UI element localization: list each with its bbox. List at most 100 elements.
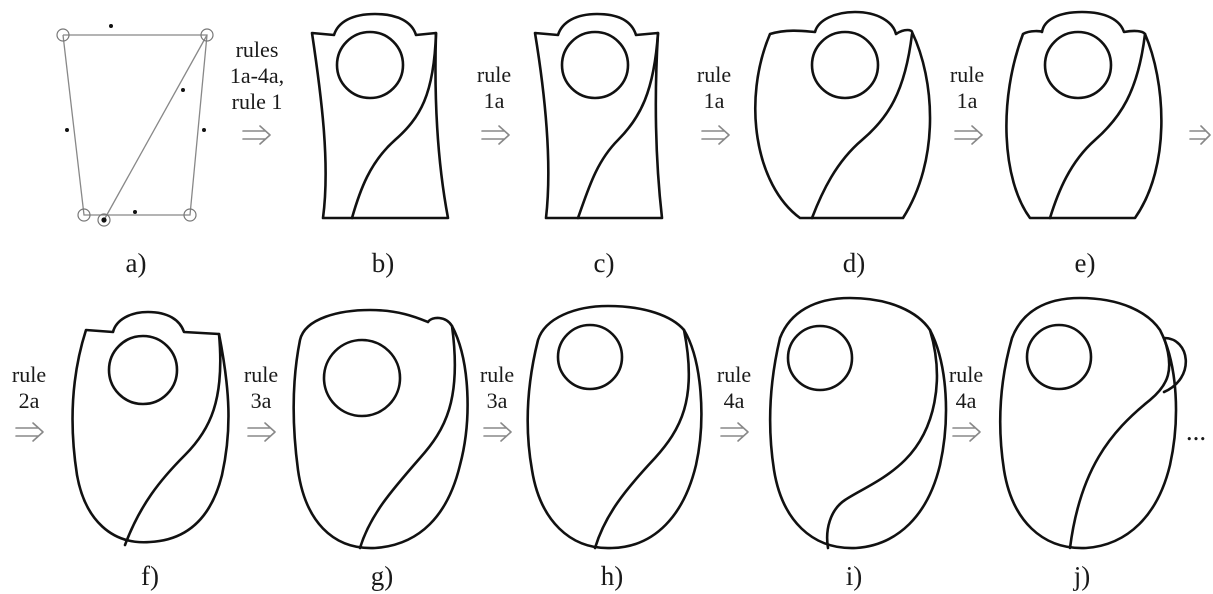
panel-label-b: b) — [372, 248, 395, 278]
inner-curve — [825, 328, 939, 550]
outline — [292, 308, 469, 550]
rule-label-line: rule — [480, 362, 514, 387]
inner-curve — [358, 324, 457, 550]
panel-b-shape — [310, 12, 450, 220]
outline — [71, 310, 230, 544]
hole-circle — [810, 30, 880, 100]
outline — [768, 296, 948, 550]
panel-j-shape — [998, 296, 1188, 550]
panel-f-shape — [71, 310, 230, 547]
inner-curve — [576, 31, 660, 220]
panel-e-shape — [1005, 10, 1163, 220]
transition-f-g: rule 3a — [244, 362, 278, 442]
rule-label-line: 1a — [957, 88, 978, 113]
panel-label-f: f) — [141, 561, 159, 591]
edge-midpoint — [202, 128, 206, 132]
outline — [998, 296, 1178, 550]
rule-label-line: 4a — [724, 388, 745, 413]
control-point-dot — [101, 217, 107, 223]
hole-circle — [560, 30, 630, 100]
double-arrow-icon — [954, 125, 983, 145]
control-point — [77, 208, 91, 222]
rule-label-line: 4a — [956, 388, 977, 413]
panel-label-i: i) — [846, 561, 863, 591]
rule-label-line: rule — [244, 362, 278, 387]
panel-i-shape — [768, 296, 948, 550]
inner-curve — [123, 332, 222, 547]
panel-h-shape — [526, 304, 703, 550]
inner-curve — [810, 32, 914, 220]
rule-label-line: 3a — [251, 388, 272, 413]
rule-label-line: rule — [697, 62, 731, 87]
rule-label-line: rule — [477, 62, 511, 87]
double-arrow-icon — [720, 422, 749, 442]
panel-label-a: a) — [126, 248, 147, 278]
transition-i-j: rule 4a — [949, 362, 983, 442]
control-point — [183, 208, 197, 222]
panel-g-shape — [292, 308, 469, 550]
panel-label-c: c) — [594, 248, 615, 278]
rule-label-line: rules — [236, 37, 279, 62]
double-arrow-icon — [481, 125, 510, 145]
double-arrow-icon — [242, 125, 271, 145]
transition-e-f: rule 2a — [12, 362, 46, 442]
rule-label-line: rule — [12, 362, 46, 387]
hole-circle — [556, 323, 624, 391]
panel-a-control-polygon — [56, 24, 214, 227]
transition-a-b: rules 1a-4a, rule 1 — [230, 37, 284, 145]
outline — [526, 304, 703, 550]
hole-circle — [107, 334, 179, 406]
transition-d-e: rule 1a — [950, 62, 984, 145]
double-arrow-icon — [1189, 125, 1211, 145]
double-arrow-icon — [483, 422, 512, 442]
double-arrow-icon — [952, 422, 981, 442]
double-arrow-icon — [247, 422, 276, 442]
transition-g-h: rule 3a — [480, 362, 514, 442]
edge-midpoint — [65, 128, 69, 132]
hole-circle — [1043, 30, 1113, 100]
rule-label-line: rule 1 — [232, 89, 283, 114]
inner-curve — [350, 31, 438, 220]
hole-circle — [335, 30, 405, 100]
polygon-diagonal — [103, 34, 208, 221]
panel-label-e: e) — [1075, 248, 1096, 278]
inner-curve — [593, 328, 691, 550]
polygon-outline — [62, 34, 208, 216]
continuation-ellipsis: ... — [1186, 416, 1206, 446]
panel-label-h: h) — [601, 561, 624, 591]
double-arrow-icon — [15, 422, 44, 442]
loop-lobe — [1162, 336, 1188, 394]
panel-label-j: j) — [1073, 561, 1091, 591]
outline — [1005, 10, 1163, 220]
double-arrow-icon — [701, 125, 730, 145]
panel-d-shape — [754, 10, 932, 220]
edge-midpoint — [133, 210, 137, 214]
hole-circle — [786, 324, 854, 392]
control-point — [200, 28, 214, 42]
edge-midpoint — [181, 88, 185, 92]
rule-label-line: 1a — [484, 88, 505, 113]
edge-midpoint — [109, 24, 113, 28]
rule-label-line: 1a-4a, — [230, 63, 284, 88]
hole-circle — [322, 338, 402, 418]
control-point — [97, 213, 111, 227]
inner-curve — [1068, 336, 1171, 550]
panel-label-d: d) — [843, 248, 866, 278]
rule-label-line: 2a — [19, 388, 40, 413]
transition-b-c: rule 1a — [477, 62, 511, 145]
outline — [310, 12, 450, 220]
outline — [533, 12, 664, 220]
inner-curve — [1048, 32, 1147, 220]
rule-label-line: rule — [949, 362, 983, 387]
rule-label-line: rule — [950, 62, 984, 87]
panel-c-shape — [533, 12, 664, 220]
control-point — [56, 28, 70, 42]
rule-label-line: rule — [717, 362, 751, 387]
hole-circle — [1025, 323, 1093, 391]
panel-label-g: g) — [371, 561, 394, 591]
rule-label-line: 1a — [704, 88, 725, 113]
transition-c-d: rule 1a — [697, 62, 731, 145]
transition-h-i: rule 4a — [717, 362, 751, 442]
rule-label-line: 3a — [487, 388, 508, 413]
